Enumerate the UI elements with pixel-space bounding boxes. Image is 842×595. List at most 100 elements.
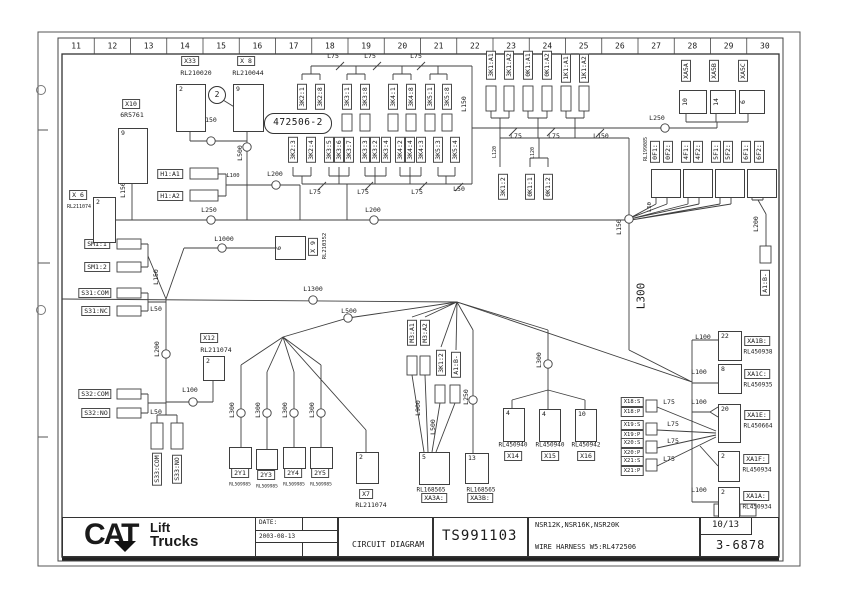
pin-label: 5 <box>422 453 426 461</box>
txt-l100: L100 <box>226 173 240 179</box>
ruler-column-22: 22 <box>470 41 480 51</box>
lbl-3k3-6: 3K3:6 <box>334 137 344 163</box>
lbl-x10: X10 <box>122 99 140 109</box>
lbl-xa1a: XA1A: <box>743 491 769 501</box>
txt-l75: L75 <box>364 52 376 60</box>
lbl-5f1: 5F1: <box>711 141 721 163</box>
cat-triangle-icon <box>114 541 136 552</box>
pin-label: 10 <box>578 410 586 418</box>
lbl-3k1-a1: 3K1:A1 <box>486 50 496 80</box>
ruler-column-24: 24 <box>542 41 553 51</box>
ruler-column-20: 20 <box>397 41 408 51</box>
ruler-column-19: 19 <box>361 41 371 51</box>
lbl-a1-b: A1:B- <box>451 352 461 378</box>
pin-label: 10 <box>680 98 689 106</box>
txt-l75: L75 <box>667 437 679 445</box>
txt-l75: L75 <box>411 188 423 196</box>
component-box-pin-10: 10 <box>575 409 597 442</box>
pin-label: 4 <box>506 409 510 417</box>
component-box-pin-5: 5 <box>419 452 450 485</box>
txt-rl450934: RL450934 <box>742 466 772 474</box>
lbl-x7: X7 <box>359 489 373 499</box>
ruler-column-11: 11 <box>71 41 81 51</box>
ruler-column-27: 27 <box>651 41 661 51</box>
txt-l75: L75 <box>309 188 321 196</box>
ruler-column-25: 25 <box>578 41 589 51</box>
logo-lift-trucks-text: Lift Trucks <box>150 520 199 550</box>
date-label: DATE: <box>259 519 278 526</box>
txt-l200: L200 <box>267 170 283 178</box>
component-box-pin-2: 2 <box>93 197 116 243</box>
txt-rl450940: RL450940 <box>498 441 528 449</box>
txt-rl450935: RL450935 <box>743 381 773 389</box>
punch-hole <box>36 85 46 95</box>
lbl-6f2: 6F2: <box>754 141 764 163</box>
txt-l250: L250 <box>462 389 470 405</box>
lbl-x20-s: X20:S <box>620 438 644 448</box>
date-value: 2003-08-13 <box>259 533 296 540</box>
txt-l300: L300 <box>254 402 262 418</box>
txt-rl509985: RL509985 <box>256 484 278 490</box>
component-box-19 <box>651 169 681 198</box>
txt-l150: L150 <box>593 132 609 140</box>
txt-rl210352: RL210352 <box>322 232 328 260</box>
txt-l75: L75 <box>510 132 522 140</box>
txt-l300: L300 <box>228 402 236 418</box>
punch-hole <box>36 305 46 315</box>
ruler-column-30: 30 <box>760 41 770 51</box>
lbl-3k2-1: 3K2:1 <box>297 84 307 110</box>
lbl-0k1-2: 0K1:2 <box>543 174 553 200</box>
cat-lift-trucks-logo: CAT Lift Trucks <box>84 520 198 552</box>
txt-l200: L200 <box>153 341 161 357</box>
date-grid-row <box>255 530 338 543</box>
lbl-3k3-2: 3K3:2 <box>370 137 380 163</box>
txt-l150: L150 <box>119 182 127 198</box>
ruler-column-28: 28 <box>687 41 698 51</box>
lbl-3k4-1: 3K4:1 <box>388 84 398 110</box>
txt-l200: L200 <box>365 206 381 214</box>
lbl-3k5-8: 3K5:8 <box>442 84 452 110</box>
doc-number-cell <box>433 517 528 557</box>
component-box-pin-2: 2 <box>718 451 740 482</box>
models: NSR12K,NSR16K,NSR20K <box>535 521 620 529</box>
component-box-pin-6: 6 <box>275 236 306 260</box>
pin-label: 2 <box>721 488 725 496</box>
txt-l300: L300 <box>308 402 316 418</box>
lbl-xa5c: XA5C <box>738 60 748 82</box>
lbl-3k2-8: 3K2:8 <box>315 84 325 110</box>
ruler-column-12: 12 <box>107 41 118 51</box>
component-box-pin-4: 4 <box>539 409 561 442</box>
txt-l100: L100 <box>691 398 707 406</box>
lbl-3k3-7: 3K3:7 <box>344 137 354 163</box>
txt-l300: L300 <box>281 402 289 418</box>
lbl-m3-a2: M3:A2 <box>420 320 430 346</box>
lbl-1k1-a1: 1K1:A1 <box>561 53 571 83</box>
lbl-x-8: X 8 <box>237 56 255 66</box>
txt-rl168565: RL168565 <box>466 486 496 494</box>
models-cell <box>528 517 700 557</box>
lbl-x15: X15 <box>541 451 559 461</box>
ruler-ticks <box>57 38 784 54</box>
txt-l50: L50 <box>453 185 465 193</box>
component-box-pin-10: 10 <box>679 90 707 114</box>
harness-stamp: 472506-2 <box>264 113 332 134</box>
txt-l50: L50 <box>150 305 162 313</box>
component-box-pin-9: 9 <box>233 84 264 132</box>
txt-l75: L75 <box>327 52 339 60</box>
lbl-xa1e: XA1E: <box>744 410 770 420</box>
component-box-pin-4: 4 <box>503 408 525 442</box>
component-box-20 <box>683 169 713 198</box>
lbl-xa1f: XA1F: <box>743 454 769 464</box>
lbl-3k5-4: 3K5:4 <box>450 137 460 163</box>
lbl-0k1-a2: 0K1:A2 <box>542 50 552 80</box>
pin-label: 13 <box>468 454 476 462</box>
ruler-column-29: 29 <box>723 41 734 51</box>
pin-label: 9 <box>121 129 125 137</box>
lbl-0k1-1: 0K1:1 <box>525 174 535 200</box>
ruler-column-15: 15 <box>216 41 226 51</box>
pin-label: 4 <box>542 410 546 418</box>
lbl-3k2-3: 3K2:3 <box>288 137 298 163</box>
lbl-h1-a2: H1:A2 <box>157 191 183 201</box>
